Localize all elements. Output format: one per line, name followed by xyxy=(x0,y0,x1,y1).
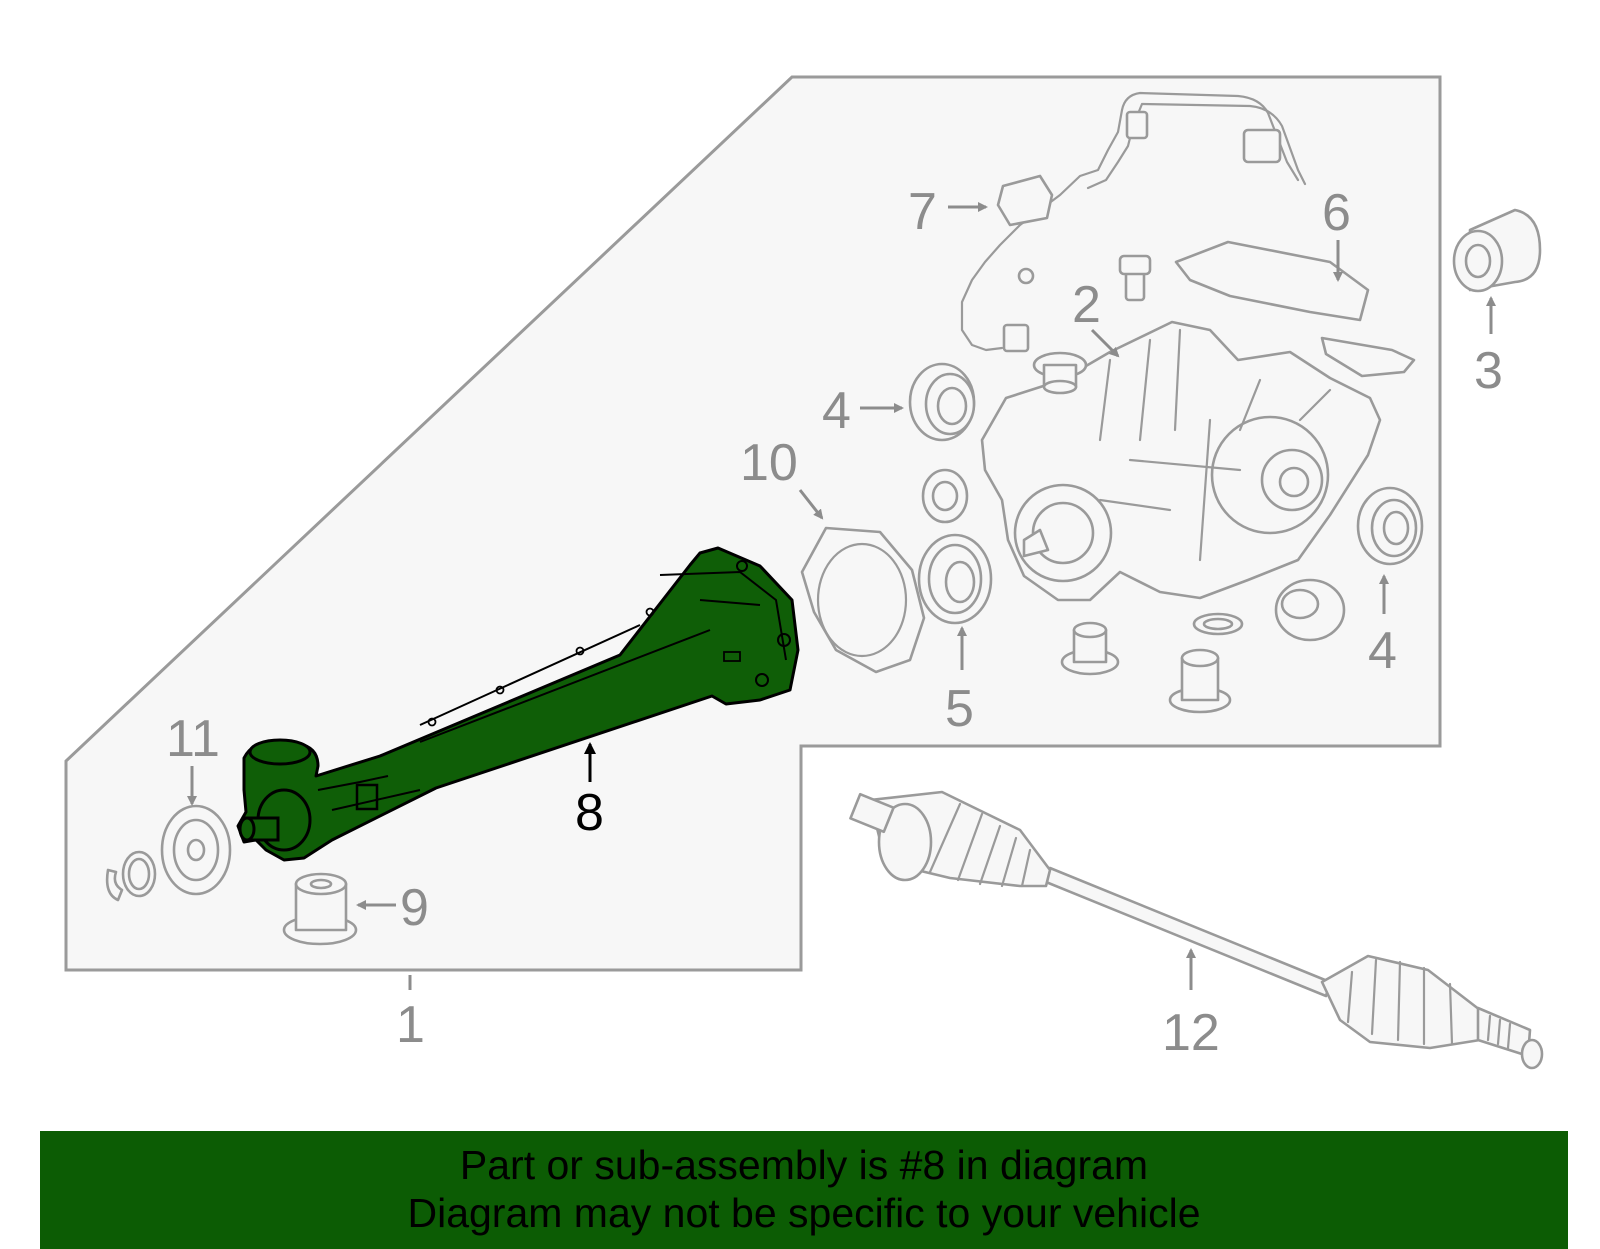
differential-shield xyxy=(1174,240,1416,378)
axle-shaft xyxy=(849,790,1544,1070)
info-banner: Part or sub-assembly is #8 in diagram Di… xyxy=(40,1131,1568,1249)
callout-10: 10 xyxy=(740,434,798,492)
callout-labels: 1 2 3 4 4 5 6 7 8 9 10 11 12 xyxy=(166,183,1503,1062)
axle-seal-left xyxy=(908,362,976,442)
callout-6: 6 xyxy=(1322,184,1351,242)
callout-2: 2 xyxy=(1072,276,1101,334)
snap-ring xyxy=(105,850,157,902)
drain-plug xyxy=(921,468,969,524)
vent-plug xyxy=(1118,254,1152,302)
mount-bushing-9 xyxy=(282,872,358,946)
mount-lower-left xyxy=(1060,621,1120,676)
leader-lines xyxy=(187,202,1496,990)
callout-5: 5 xyxy=(945,680,974,738)
callout-4-left: 4 xyxy=(822,382,851,440)
callout-3: 3 xyxy=(1474,342,1503,400)
rear-differential xyxy=(980,320,1382,602)
callout-1: 1 xyxy=(396,996,425,1054)
harness-clip xyxy=(1125,110,1149,140)
harness-bolt xyxy=(1017,267,1035,285)
axle-seal-right xyxy=(1356,486,1424,566)
harness-connector-left xyxy=(996,174,1054,227)
wiring-harness xyxy=(960,91,1307,353)
callout-4-right: 4 xyxy=(1368,622,1397,680)
mount-upper xyxy=(1032,351,1088,395)
harness-plug xyxy=(1002,323,1030,353)
mount-lower-right xyxy=(1274,578,1346,642)
banner-line-2: Diagram may not be specific to your vehi… xyxy=(407,1190,1201,1236)
bearing xyxy=(160,804,232,896)
callout-7: 7 xyxy=(908,183,937,241)
callout-8: 8 xyxy=(575,784,604,842)
mount-lower-mid xyxy=(1168,612,1244,714)
gasket xyxy=(800,526,926,674)
highlighted-part-8-axle-housing[interactable] xyxy=(236,546,800,862)
banner-line-1: Part or sub-assembly is #8 in diagram xyxy=(459,1142,1149,1188)
callout-11: 11 xyxy=(166,710,220,768)
callout-9: 9 xyxy=(400,879,429,937)
harness-connector xyxy=(1242,128,1282,164)
pinion-seal xyxy=(917,533,993,625)
callout-12: 12 xyxy=(1162,1004,1220,1062)
mount-bushing-3 xyxy=(1452,208,1542,293)
